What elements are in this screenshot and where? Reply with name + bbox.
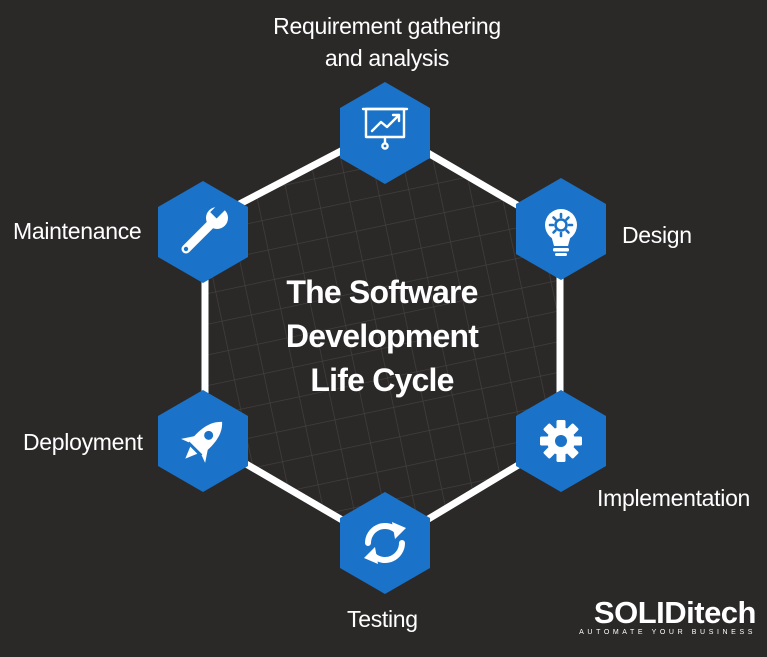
presentation-chart-icon bbox=[361, 107, 409, 150]
stage-label-line: Requirement gathering bbox=[273, 13, 501, 39]
grid-background bbox=[205, 128, 560, 545]
stage-label-implementation: Implementation bbox=[597, 485, 751, 511]
stage-node-implementation bbox=[516, 390, 606, 492]
wrench-icon bbox=[181, 202, 228, 254]
title-line: Life Cycle bbox=[310, 362, 454, 398]
rocket-icon bbox=[181, 421, 223, 463]
brand-tagline: AUTOMATE YOUR BUSINESS bbox=[579, 629, 756, 636]
stage-node-requirements bbox=[340, 82, 430, 184]
stage-label-maintenance: Maintenance bbox=[13, 218, 142, 244]
title-line: Development bbox=[285, 318, 479, 354]
stage-label-requirements: Requirement gathering and analysis bbox=[262, 10, 512, 74]
stage-node-deployment bbox=[158, 390, 248, 492]
diagram-title: The Software Development Life Cycle bbox=[232, 270, 532, 402]
stage-label-line: and analysis bbox=[324, 45, 450, 71]
stage-node-design bbox=[516, 178, 606, 280]
stage-label-testing: Testing bbox=[347, 606, 418, 632]
brand-name: SOLIDitech bbox=[593, 595, 757, 630]
title-line: The Software bbox=[286, 274, 478, 310]
lightbulb-icon bbox=[545, 209, 577, 256]
stage-node-testing bbox=[340, 492, 430, 594]
refresh-cycle-icon bbox=[364, 522, 406, 564]
brand-logo: SOLIDitech AUTOMATE YOUR BUSINESS bbox=[544, 595, 757, 638]
gear-icon bbox=[540, 420, 582, 462]
stage-label-design: Design bbox=[622, 222, 692, 248]
stage-node-maintenance bbox=[158, 181, 248, 283]
stage-label-deployment: Deployment bbox=[23, 429, 143, 455]
